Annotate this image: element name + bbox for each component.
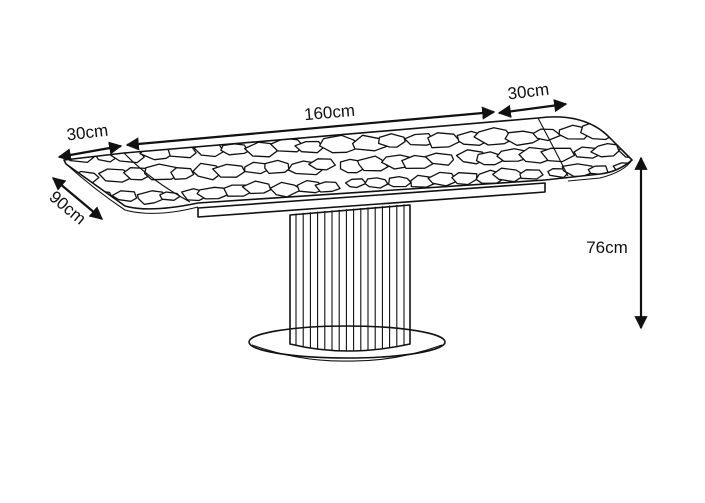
marble-stone-cell <box>308 158 336 171</box>
marble-stone-cell <box>144 163 179 181</box>
dim-arrow-left-extension <box>57 141 123 162</box>
marble-stone-cell <box>196 186 231 200</box>
dim-arrow-right-extension <box>497 99 568 118</box>
fluted-pedestal <box>289 204 411 352</box>
marble-stone-cell <box>356 155 389 172</box>
dimension-lines <box>51 99 648 330</box>
table-top <box>63 116 633 214</box>
marble-stone-cell <box>364 177 389 189</box>
marble-stone-cell <box>296 179 325 194</box>
label-center-length: 160cm <box>303 101 355 124</box>
marble-stone-cell <box>424 152 455 166</box>
dim-arrow-center-length <box>125 106 496 151</box>
marble-stone-cell <box>212 163 246 178</box>
table-base <box>248 325 446 362</box>
marble-stone-cell <box>83 190 114 206</box>
marble-stone-cell <box>111 190 138 202</box>
marble-stone-cell <box>136 190 167 205</box>
marble-stone-cell <box>241 180 272 195</box>
marble-stone-cell <box>264 159 290 175</box>
marble-stone-cell <box>519 169 544 180</box>
marble-stone-cell <box>610 127 632 139</box>
label-height: 76cm <box>586 238 628 257</box>
marble-stone-cell <box>159 191 181 201</box>
label-right-extension: 30cm <box>507 80 551 104</box>
marble-stone-cell <box>314 181 341 193</box>
marble-stone-cell <box>170 167 195 180</box>
dim-arrow-depth <box>51 177 104 220</box>
label-left-extension: 30cm <box>66 121 110 145</box>
label-depth: 90cm <box>46 187 90 228</box>
marble-stone-cell <box>387 175 412 188</box>
marble-stone-cell <box>344 178 367 189</box>
table-apron <box>197 182 546 218</box>
marble-stone-cell <box>590 142 620 158</box>
